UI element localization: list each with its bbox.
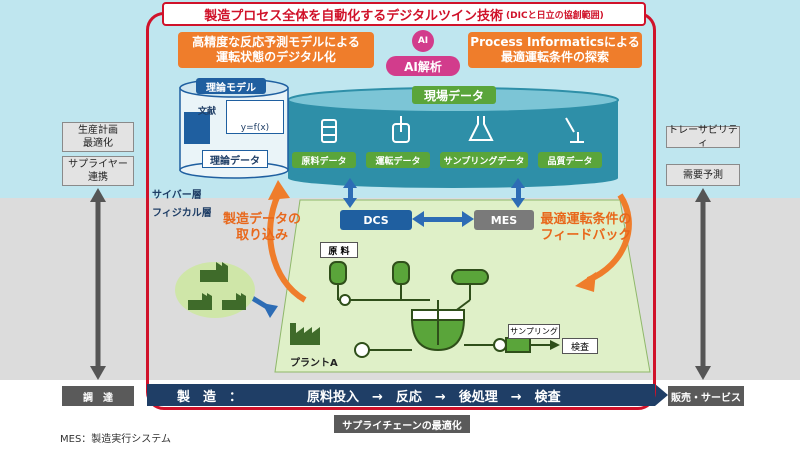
field-data-icons [321, 116, 584, 143]
optimal-feedback-label: 最適運転条件の フィードバック [540, 212, 632, 243]
field-data-title: 現場データ [412, 86, 496, 104]
ai-brain-icon: AI [412, 30, 434, 52]
literature-label: 文献 [198, 107, 217, 117]
material-label: 原 料 [320, 242, 358, 258]
book-stack-icon [184, 112, 210, 144]
quality-data-label: 品質データ [538, 152, 602, 168]
factory-icons [188, 262, 246, 310]
bottom-bar-arrowhead [655, 384, 668, 406]
ai-analysis-pill: AI解析 [386, 56, 460, 76]
title-text: 製造プロセス全体を自動化するデジタルツイン技術 [204, 8, 504, 24]
title-note: (DICと日立の協創範囲) [506, 10, 604, 21]
mes-box: MES [474, 210, 534, 230]
procurement-tag: 調 達 [62, 386, 134, 406]
theory-model-title: 理論モデル [196, 78, 266, 94]
formula-chart: y=f(x) [226, 100, 284, 134]
demand-forecast-box: 需要予測 [666, 164, 740, 186]
manufacturing-label: 製 造 ： [177, 389, 243, 405]
feedback-curved-arrows [267, 193, 632, 303]
material-data-label: 原料データ [292, 152, 356, 168]
sales-service-tag: 販売・サービス [668, 386, 744, 406]
footnote: MES：製造実行システム [60, 434, 171, 445]
supplier-link-box: サプライヤー 連携 [62, 156, 134, 186]
operation-data-label: 運転データ [366, 152, 430, 168]
plant-equipment [329, 261, 550, 358]
data-capture-label: 製造データの 取り込み [222, 212, 301, 243]
traceability-box: トレーサビリティ [666, 125, 740, 149]
theory-data-label: 理論データ [202, 150, 268, 168]
left-vertical-arrow [90, 188, 106, 380]
dcs-box: DCS [340, 210, 412, 230]
reaction-model-box: 高精度な反応予測モデルによる 運転状態のデジタル化 [178, 32, 374, 68]
production-plan-box: 生産計画 最適化 [62, 122, 134, 152]
supply-chain-tag: サプライチェーンの最適化 [334, 415, 470, 433]
plant-a-label: プラントA [290, 358, 338, 369]
right-vertical-arrow [695, 188, 711, 380]
process-informatics-box: Process Informaticsによる 最適運転条件の探索 [468, 32, 642, 68]
manufacturing-flow: 原料投入 → 反応 → 後処理 → 検査 [307, 389, 561, 405]
sampling-data-label: サンプリングデータ [440, 152, 528, 168]
manufacturing-flow-bar: 製 造 ： 原料投入 → 反応 → 後処理 → 検査 [147, 384, 655, 406]
cyber-layer-label: サイバー層 [152, 190, 202, 201]
sampling-label: サンプリング [508, 324, 560, 339]
plant-a-factory-icon [290, 323, 320, 345]
inspection-label: 検査 [562, 338, 598, 354]
diagram-title: 製造プロセス全体を自動化するデジタルツイン技術(DICと日立の協創範囲) [162, 2, 646, 26]
physical-layer-label: フィジカル層 [152, 208, 212, 219]
